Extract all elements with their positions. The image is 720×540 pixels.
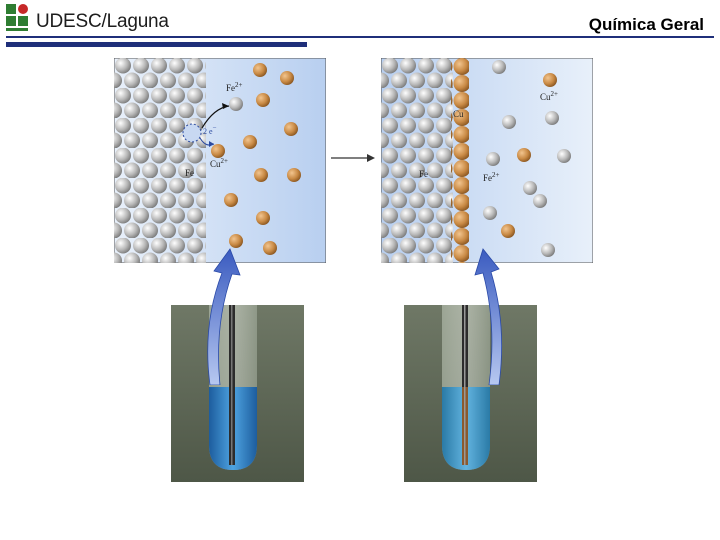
fe-metal-label: Fe (185, 168, 194, 178)
fe-ion (229, 97, 243, 111)
right-arrow-icon (331, 154, 375, 162)
electrons-label: 2 e (203, 127, 213, 136)
fe-metal-label: Fe (419, 169, 428, 179)
header-rule-thick (6, 42, 307, 47)
header-rule-thin (6, 36, 714, 38)
fe-ion-label: Fe (226, 83, 235, 93)
svg-text:Cu2+: Cu2+ (210, 157, 228, 169)
svg-text:2 e−: 2 e− (203, 124, 217, 136)
svg-text:Cu2+: Cu2+ (540, 90, 558, 102)
left-molecular-panel: Fe2+ 2 e− Cu2+ Fe (114, 58, 326, 263)
cu-ion-charge: 2+ (221, 157, 229, 165)
cu-metal-label: Cu (453, 109, 464, 119)
udesc-logo-icon (6, 4, 28, 31)
cu-ion-label: Cu (540, 92, 551, 102)
svg-text:Fe2+: Fe2+ (226, 81, 243, 93)
fe-ion-charge: 2+ (492, 171, 500, 179)
electrons-charge: − (213, 124, 217, 132)
course-title: Química Geral (588, 15, 704, 34)
right-test-tube-photo (404, 305, 537, 482)
right-molecular-panel: Cu2+ Cu Fe Fe2+ (381, 58, 593, 263)
fe-ion-charge: 2+ (235, 81, 243, 89)
fe-ion-label: Fe (483, 173, 492, 183)
cu-ion-charge: 2+ (551, 90, 559, 98)
svg-text:Fe2+: Fe2+ (483, 171, 500, 183)
left-test-tube-photo (171, 305, 304, 482)
cu-ion-label: Cu (210, 159, 221, 169)
curved-up-arrow-icon (207, 248, 241, 385)
fe-vacancy (182, 123, 202, 143)
org-name: UDESC/Laguna (36, 11, 169, 32)
curved-up-arrow-icon (474, 248, 503, 385)
